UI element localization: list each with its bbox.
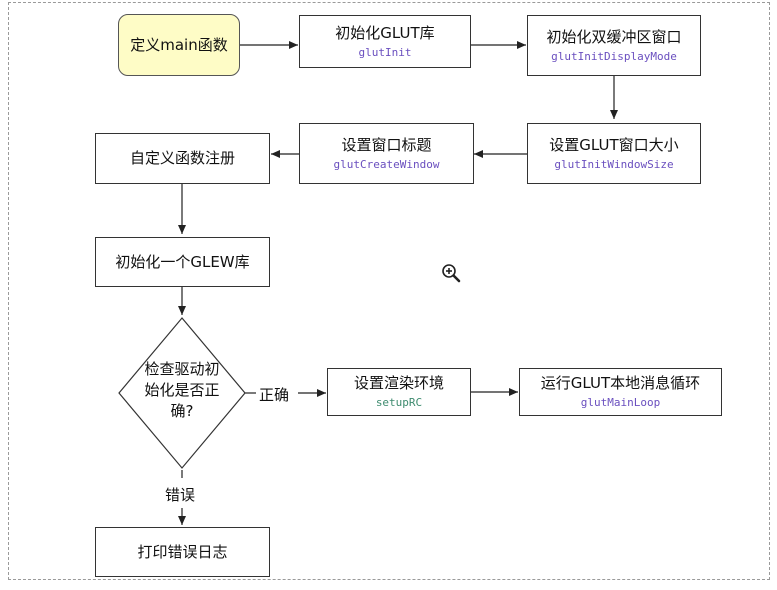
edge-label-yes: 正确 <box>259 386 290 404</box>
node-setup-rc-code: setupRC <box>375 396 423 409</box>
decision-text: 检查驱动初 始化是否正 确? <box>137 359 227 422</box>
node-window-title: 设置窗口标题 glutCreateWindow <box>299 123 474 184</box>
node-glut-init: 初始化GLUT库 glutInit <box>299 15 471 68</box>
node-window-size: 设置GLUT窗口大小 glutInitWindowSize <box>527 123 701 184</box>
node-glew-init: 初始化一个GLEW库 <box>95 237 270 287</box>
node-glut-init-code: glutInit <box>358 45 412 59</box>
node-window-title-code: glutCreateWindow <box>333 157 440 171</box>
node-log-error: 打印错误日志 <box>95 527 270 577</box>
node-register-functions: 自定义函数注册 <box>95 133 270 184</box>
node-display-mode-title: 初始化双缓冲区窗口 <box>546 27 682 46</box>
diagram-frame <box>8 2 770 580</box>
decision-line-2: 始化是否正 <box>144 381 220 399</box>
node-glew-init-title: 初始化一个GLEW库 <box>115 252 250 271</box>
node-define-main-title: 定义main函数 <box>130 35 228 54</box>
node-window-title-title: 设置窗口标题 <box>341 135 432 154</box>
node-register-functions-title: 自定义函数注册 <box>129 149 235 167</box>
edge-label-no: 错误 <box>165 486 196 504</box>
node-display-mode: 初始化双缓冲区窗口 glutInitDisplayMode <box>527 15 701 76</box>
node-window-size-code: glutInitWindowSize <box>554 157 674 171</box>
decision-line-1: 检查驱动初 <box>144 360 220 378</box>
zoom-in-icon[interactable] <box>441 263 461 283</box>
decision-line-3: 确? <box>170 402 194 420</box>
node-log-error-title: 打印错误日志 <box>137 542 228 561</box>
node-display-mode-code: glutInitDisplayMode <box>551 49 677 63</box>
node-main-loop-title: 运行GLUT本地消息循环 <box>540 374 701 392</box>
decision-diamond <box>118 317 246 469</box>
node-define-main: 定义main函数 <box>118 14 240 76</box>
node-setup-rc-title: 设置渲染环境 <box>353 374 444 392</box>
node-main-loop: 运行GLUT本地消息循环 glutMainLoop <box>519 368 722 416</box>
node-window-size-title: 设置GLUT窗口大小 <box>549 135 679 154</box>
node-setup-rc: 设置渲染环境 setupRC <box>327 368 471 416</box>
node-glut-init-title: 初始化GLUT库 <box>335 23 435 42</box>
node-main-loop-code: glutMainLoop <box>580 396 661 409</box>
